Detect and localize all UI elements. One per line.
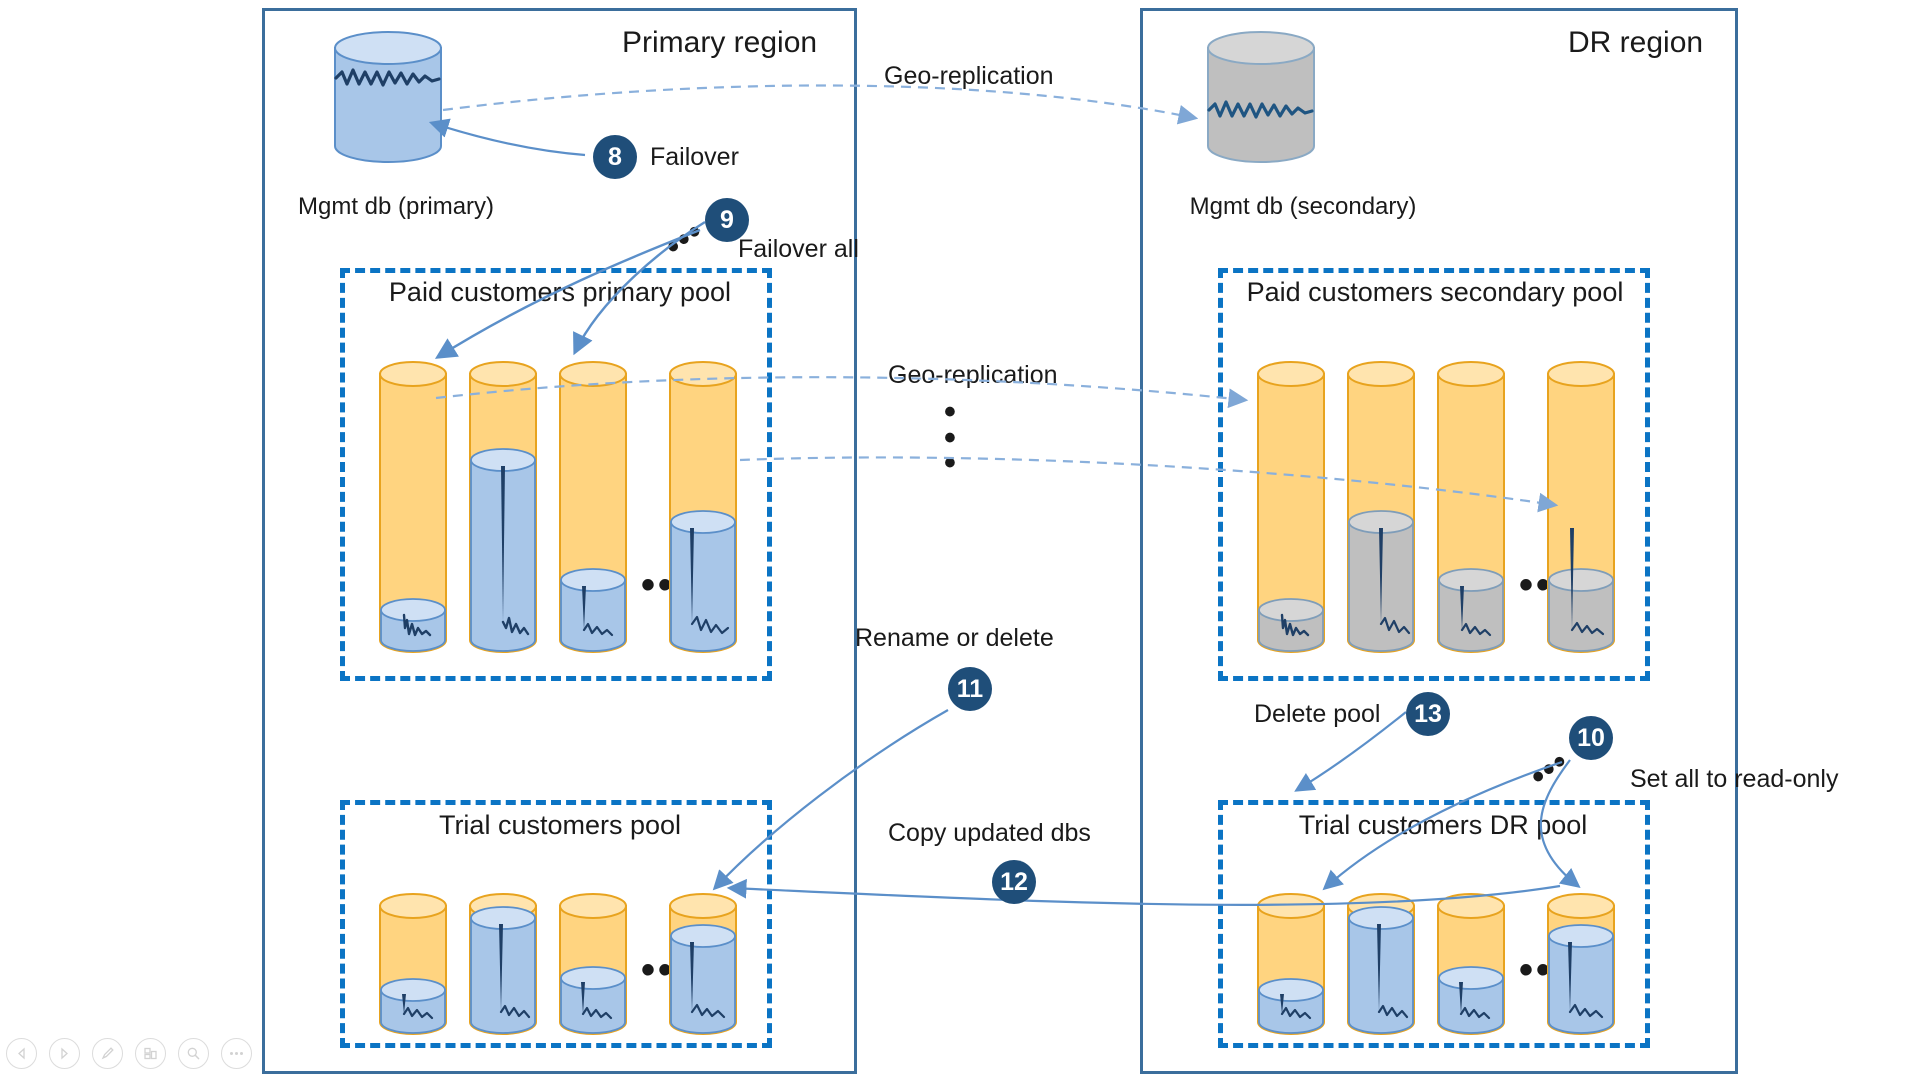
pool-db-trial-primary-1[interactable] xyxy=(378,893,448,1035)
step-badge-12[interactable]: 12 xyxy=(992,860,1036,904)
pool-db-trial-primary-3[interactable] xyxy=(558,893,628,1035)
geo-replication-vertical-ellipsis: ••• xyxy=(944,393,956,482)
label-geo-replication-pool: Geo-replication xyxy=(888,361,1058,389)
mgmt-db-primary-shape[interactable] xyxy=(333,31,443,163)
pool-title-paid-primary: Paid customers primary pool xyxy=(388,277,732,307)
pool-db-paid-primary-3[interactable] xyxy=(558,361,628,653)
step-badge-13[interactable]: 13 xyxy=(1406,692,1450,736)
label-geo-replication-mgmt: Geo-replication xyxy=(884,62,1054,90)
step-badge-10[interactable]: 10 xyxy=(1569,716,1613,760)
pool-box-trial-primary xyxy=(340,800,772,1048)
pool-db-trial-dr-4[interactable] xyxy=(1546,893,1616,1035)
pool-db-paid-secondary-4[interactable] xyxy=(1546,361,1616,653)
pool-db-paid-secondary-1[interactable] xyxy=(1256,361,1326,653)
region-box-dr xyxy=(1140,8,1738,1074)
search-icon[interactable] xyxy=(178,1038,209,1069)
pool-db-trial-primary-4[interactable] xyxy=(668,893,738,1035)
step-label-13: Delete pool xyxy=(1254,700,1381,728)
bottom-toolbar xyxy=(6,1038,252,1069)
step-label-8: Failover xyxy=(650,143,739,171)
region-title-dr: DR region xyxy=(1568,26,1704,59)
step-badge-8[interactable]: 8 xyxy=(593,135,637,179)
pool-db-paid-primary-1[interactable] xyxy=(378,361,448,653)
pool-db-trial-dr-3[interactable] xyxy=(1436,893,1506,1035)
pool-db-paid-primary-2[interactable] xyxy=(468,361,538,653)
region-box-primary xyxy=(262,8,857,1074)
step-label-10: Set all to read-only xyxy=(1630,765,1839,793)
pool-db-paid-primary-4[interactable] xyxy=(668,361,738,653)
pool-db-trial-dr-2[interactable] xyxy=(1346,893,1416,1035)
pencil-icon[interactable] xyxy=(92,1038,123,1069)
pool-db-trial-dr-1[interactable] xyxy=(1256,893,1326,1035)
pool-title-trial-primary: Trial customers pool xyxy=(438,810,682,840)
region-title-primary: Primary region xyxy=(622,26,818,59)
step-label-11: Rename or delete xyxy=(855,624,1054,652)
pool-title-trial-dr: Trial customers DR pool xyxy=(1298,810,1588,840)
next-arrow-icon[interactable] xyxy=(49,1038,80,1069)
pool-db-trial-primary-2[interactable] xyxy=(468,893,538,1035)
pool-db-paid-secondary-2[interactable] xyxy=(1346,361,1416,653)
pool-db-paid-secondary-3[interactable] xyxy=(1436,361,1506,653)
previous-arrow-icon[interactable] xyxy=(6,1038,37,1069)
pool-title-paid-secondary: Paid customers secondary pool xyxy=(1246,277,1624,307)
mgmt-db-secondary-shape[interactable] xyxy=(1206,31,1316,163)
mgmt-db-primary-label: Mgmt db (primary) xyxy=(298,193,495,220)
mgmt-db-secondary-label: Mgmt db (secondary) xyxy=(1189,193,1417,220)
step-badge-9[interactable]: 9 xyxy=(705,198,749,242)
layers-icon[interactable] xyxy=(135,1038,166,1069)
more-dots-icon[interactable] xyxy=(221,1038,252,1069)
step-badge-11[interactable]: 11 xyxy=(948,667,992,711)
step-label-9: Failover all xyxy=(738,235,859,263)
step-label-12: Copy updated dbs xyxy=(888,819,1091,847)
